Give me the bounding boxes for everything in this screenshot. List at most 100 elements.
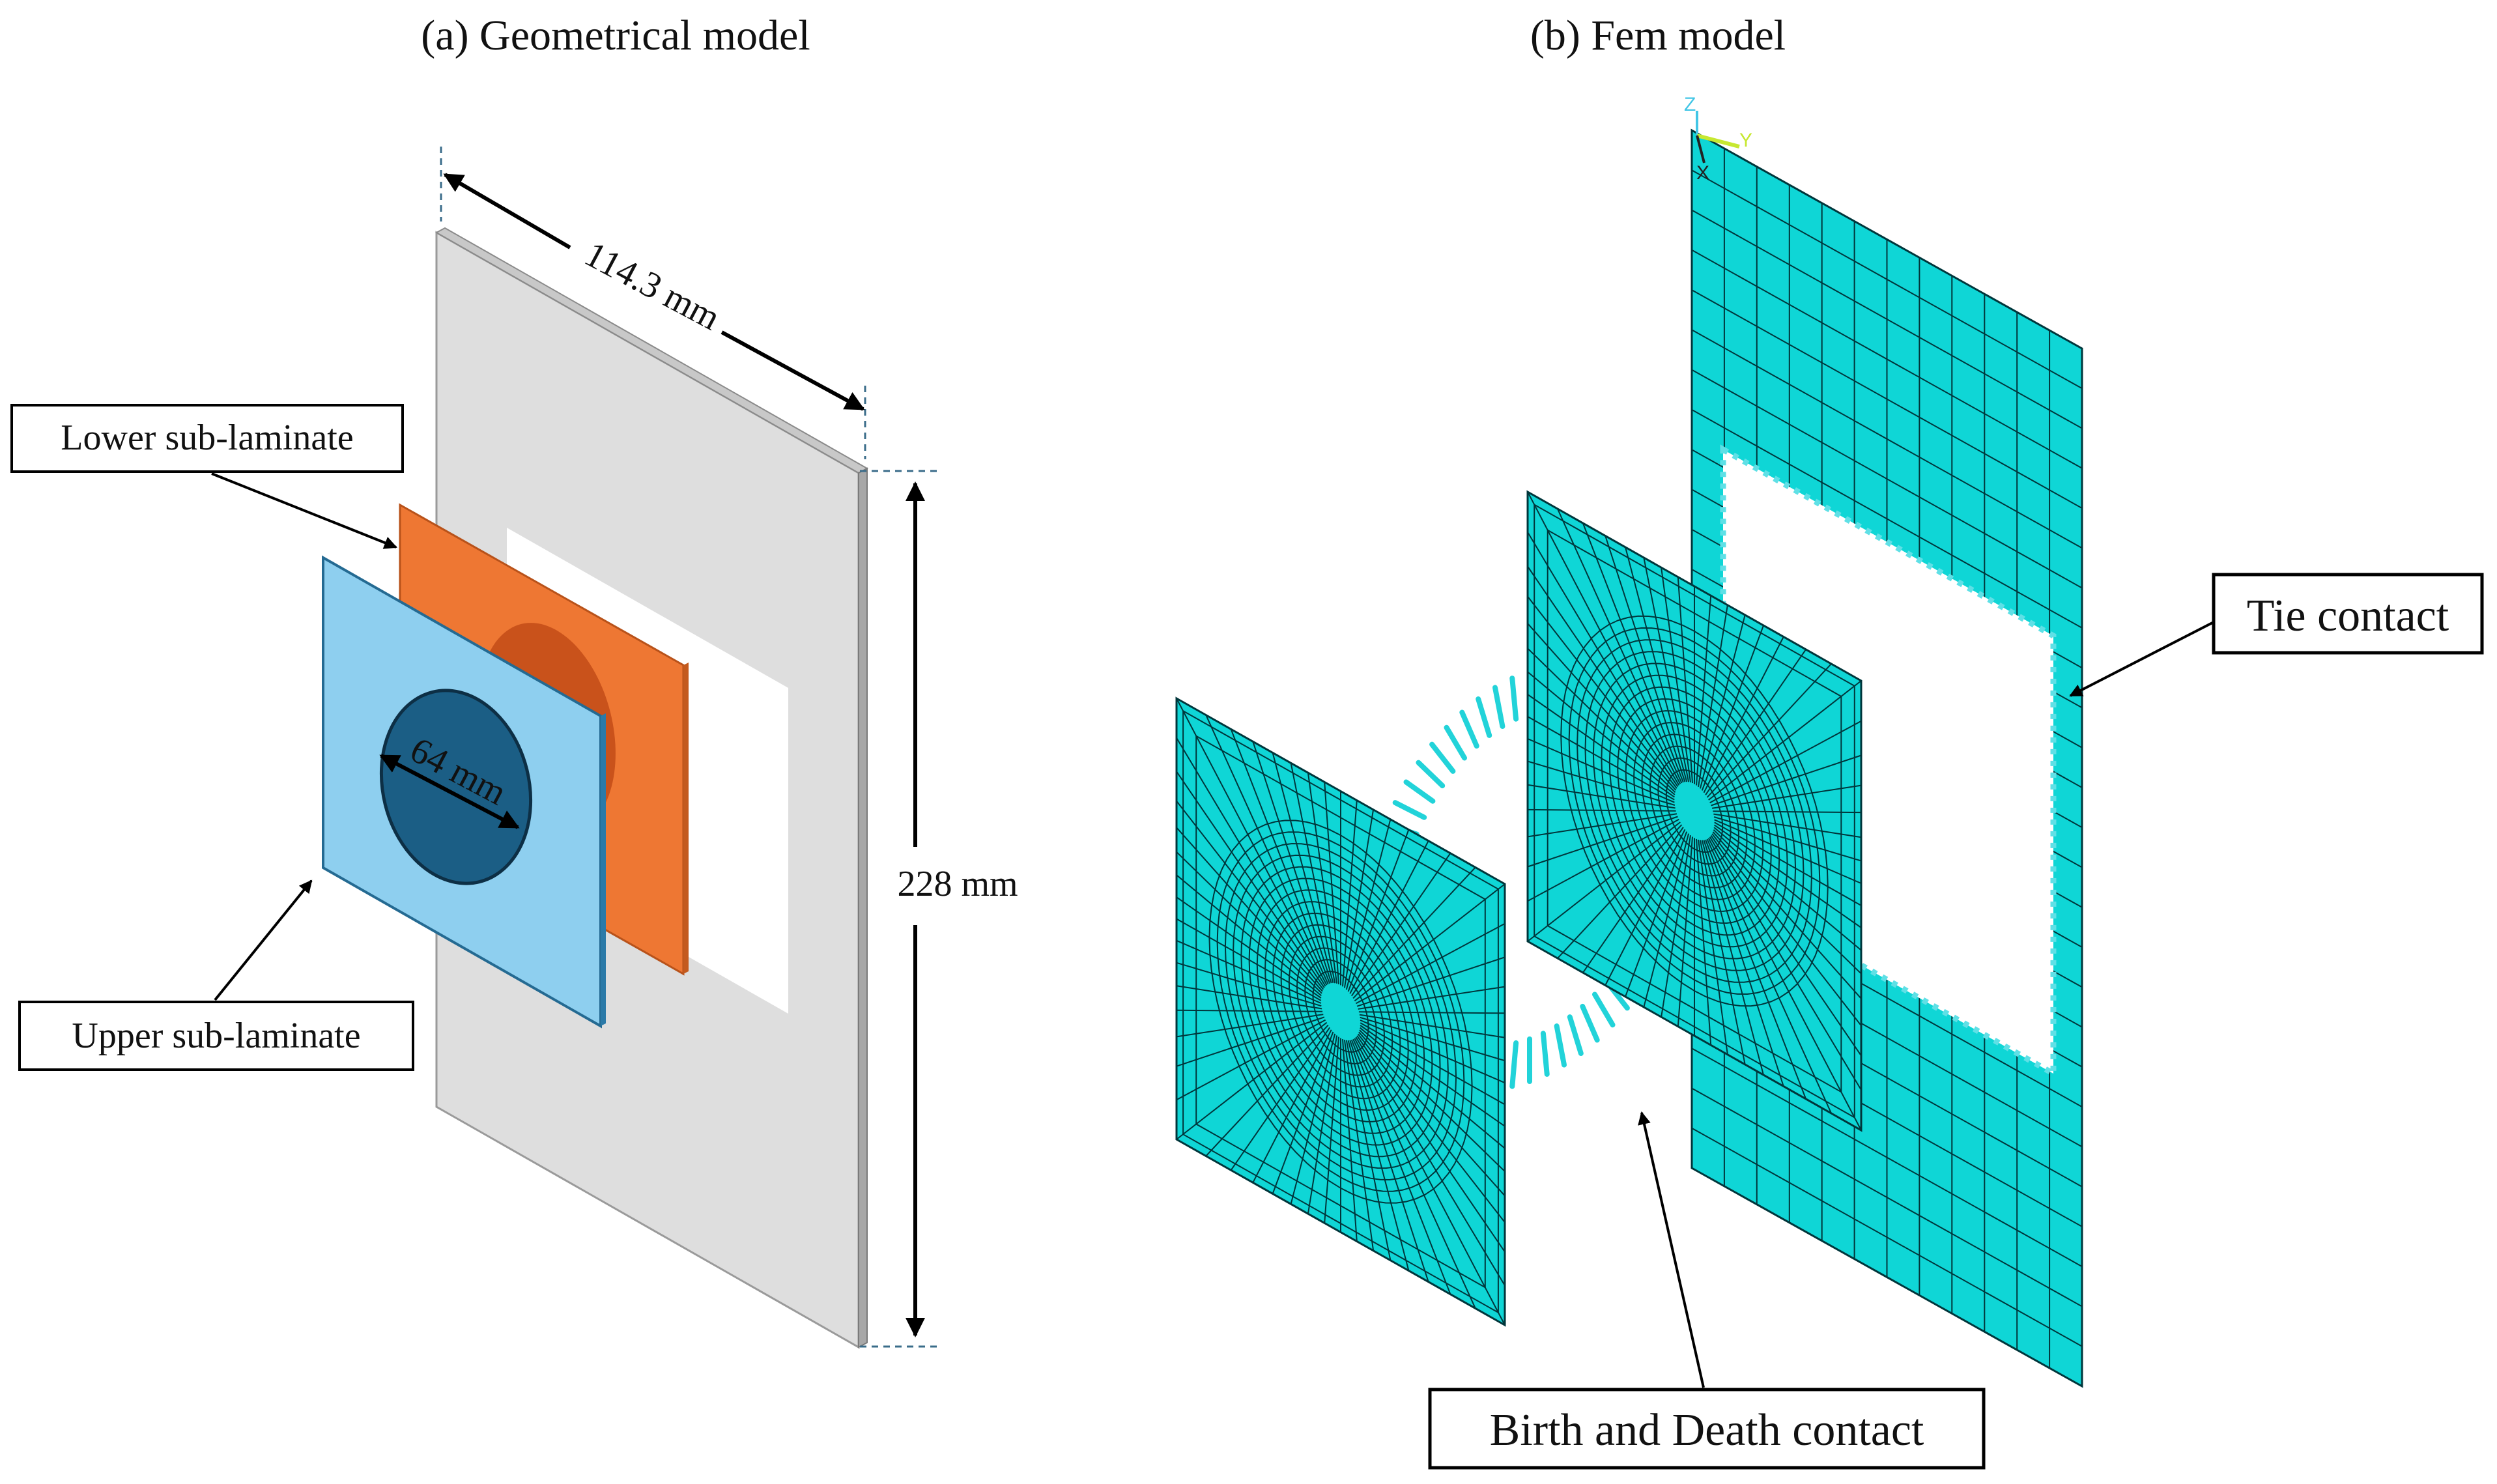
mesh-ring	[1216, 831, 1465, 1192]
upper-sub-laminate-leader	[214, 879, 313, 1001]
mesh-ring	[1288, 935, 1393, 1088]
mesh-ring	[1577, 639, 1812, 983]
mesh-ring	[1304, 959, 1377, 1064]
mesh-line	[1643, 833, 1690, 1008]
birth-death-callout-label: Birth and Death contact	[1490, 1405, 1924, 1455]
mesh-line	[1176, 698, 1328, 986]
triad-y-label: Y	[1739, 130, 1752, 151]
mesh-line	[1343, 1040, 1375, 1251]
lower-sub-laminate-callout-label: Lower sub-laminate	[61, 418, 353, 458]
mesh-ring	[1568, 627, 1821, 995]
mesh-line	[1307, 773, 1338, 984]
mesh-line	[1661, 567, 1691, 783]
tie-contact-callout-label: Tie contact	[2247, 591, 2449, 641]
caption-geometrical-model: (a) Geometrical model	[421, 12, 810, 59]
contact-spring	[1429, 741, 1456, 774]
mesh-ring	[1264, 901, 1417, 1122]
mesh-line	[1358, 1031, 1505, 1197]
mesh-line	[1691, 329, 2083, 549]
mesh-line	[1625, 547, 1688, 782]
mesh-line	[1527, 648, 1676, 793]
mesh-line	[1527, 821, 1681, 942]
lower-sub-laminate-leader	[211, 472, 397, 549]
mesh-line	[1176, 1016, 1325, 1067]
mesh-line	[1703, 636, 1784, 793]
mesh-line	[1176, 851, 1322, 994]
mesh-line	[1711, 833, 1862, 1027]
contact-spring	[1509, 1040, 1519, 1089]
mesh-line	[1705, 839, 1807, 1100]
mesh-line	[1230, 728, 1331, 984]
contact-spring	[1444, 724, 1467, 761]
mesh-ring	[1547, 529, 1842, 1093]
mesh-ring	[1240, 866, 1441, 1158]
mesh-line	[1698, 605, 1728, 787]
mesh-line	[1358, 986, 1505, 1010]
mesh-line	[1527, 813, 1677, 838]
contact-spring	[1540, 1031, 1550, 1077]
mesh-line	[1713, 829, 1862, 975]
triad-y-axis	[1696, 134, 1740, 149]
mesh-line	[1252, 1029, 1332, 1183]
contact-spring	[1567, 1014, 1584, 1056]
width-arrow-left	[443, 173, 571, 250]
triad-z-label: Z	[1684, 94, 1696, 115]
mesh-line	[1356, 956, 1505, 1007]
triad-x-label: X	[1696, 162, 1709, 184]
mesh-line	[1176, 771, 1325, 988]
tie-contact-leader	[2069, 621, 2214, 697]
mesh-line	[1705, 649, 1806, 795]
mesh-line	[1230, 1027, 1331, 1171]
mesh-line	[1527, 816, 1678, 868]
mesh-line	[1691, 169, 2083, 390]
birth-death-leader	[1638, 1111, 1705, 1388]
lower-sub-laminate-edge	[683, 663, 689, 974]
contact-spring	[1592, 992, 1616, 1028]
contact-spring	[1509, 676, 1519, 722]
upper-sub-laminate-callout-label: Upper sub-laminate	[72, 1016, 360, 1056]
mesh-line	[1711, 784, 1862, 809]
mesh-line	[1176, 962, 1322, 1007]
mesh-line	[1713, 813, 1862, 838]
coordinate-triad: Z Y X	[1684, 94, 1752, 184]
mesh-line	[1713, 816, 1862, 862]
mesh-line	[1691, 209, 2083, 429]
mesh-ring	[1625, 710, 1764, 912]
mesh-ring	[1584, 651, 1805, 971]
contact-spring	[1459, 709, 1479, 749]
mesh-line	[1701, 840, 1764, 1076]
mesh-ring	[1182, 709, 1499, 1314]
mesh-line	[1343, 809, 1375, 988]
mesh-ring	[1649, 745, 1740, 877]
mesh-line	[1691, 289, 2083, 509]
mesh-line	[1354, 1038, 1505, 1326]
mesh-line	[1360, 1016, 1505, 1062]
mesh-ring	[1272, 912, 1409, 1111]
mesh-line	[1711, 754, 1862, 806]
tie-contact-callout-box	[2212, 573, 2484, 655]
mesh-line	[1527, 623, 1677, 791]
mesh-line	[1605, 535, 1686, 782]
contact-spring	[1492, 685, 1505, 729]
mesh-line	[1691, 1087, 2083, 1307]
mesh-ring	[1641, 734, 1748, 889]
upper-sub-laminate-callout-box	[18, 1001, 414, 1071]
mesh-ring	[1256, 889, 1425, 1134]
mesh-line	[1272, 752, 1334, 984]
mesh-ring	[1665, 769, 1724, 853]
mesh-line	[1347, 1040, 1410, 1271]
mesh-line	[1691, 409, 2083, 629]
diameter-arrow	[379, 754, 520, 829]
mesh-line	[1698, 839, 1728, 1055]
caption-fem-model: (b) Fem model	[1530, 12, 1786, 59]
mesh-line	[1703, 840, 1784, 1087]
mesh-line	[1582, 522, 1684, 783]
mesh-line	[1691, 1127, 2083, 1347]
mesh-line	[1345, 819, 1391, 990]
mesh-line	[1176, 800, 1324, 990]
mesh-ring	[1534, 503, 1855, 1119]
mesh-line	[1661, 835, 1691, 1018]
mesh-line	[1713, 827, 1862, 951]
fem-middle-sub-laminate-mesh	[1527, 491, 1862, 1131]
mesh-line	[1527, 760, 1676, 806]
